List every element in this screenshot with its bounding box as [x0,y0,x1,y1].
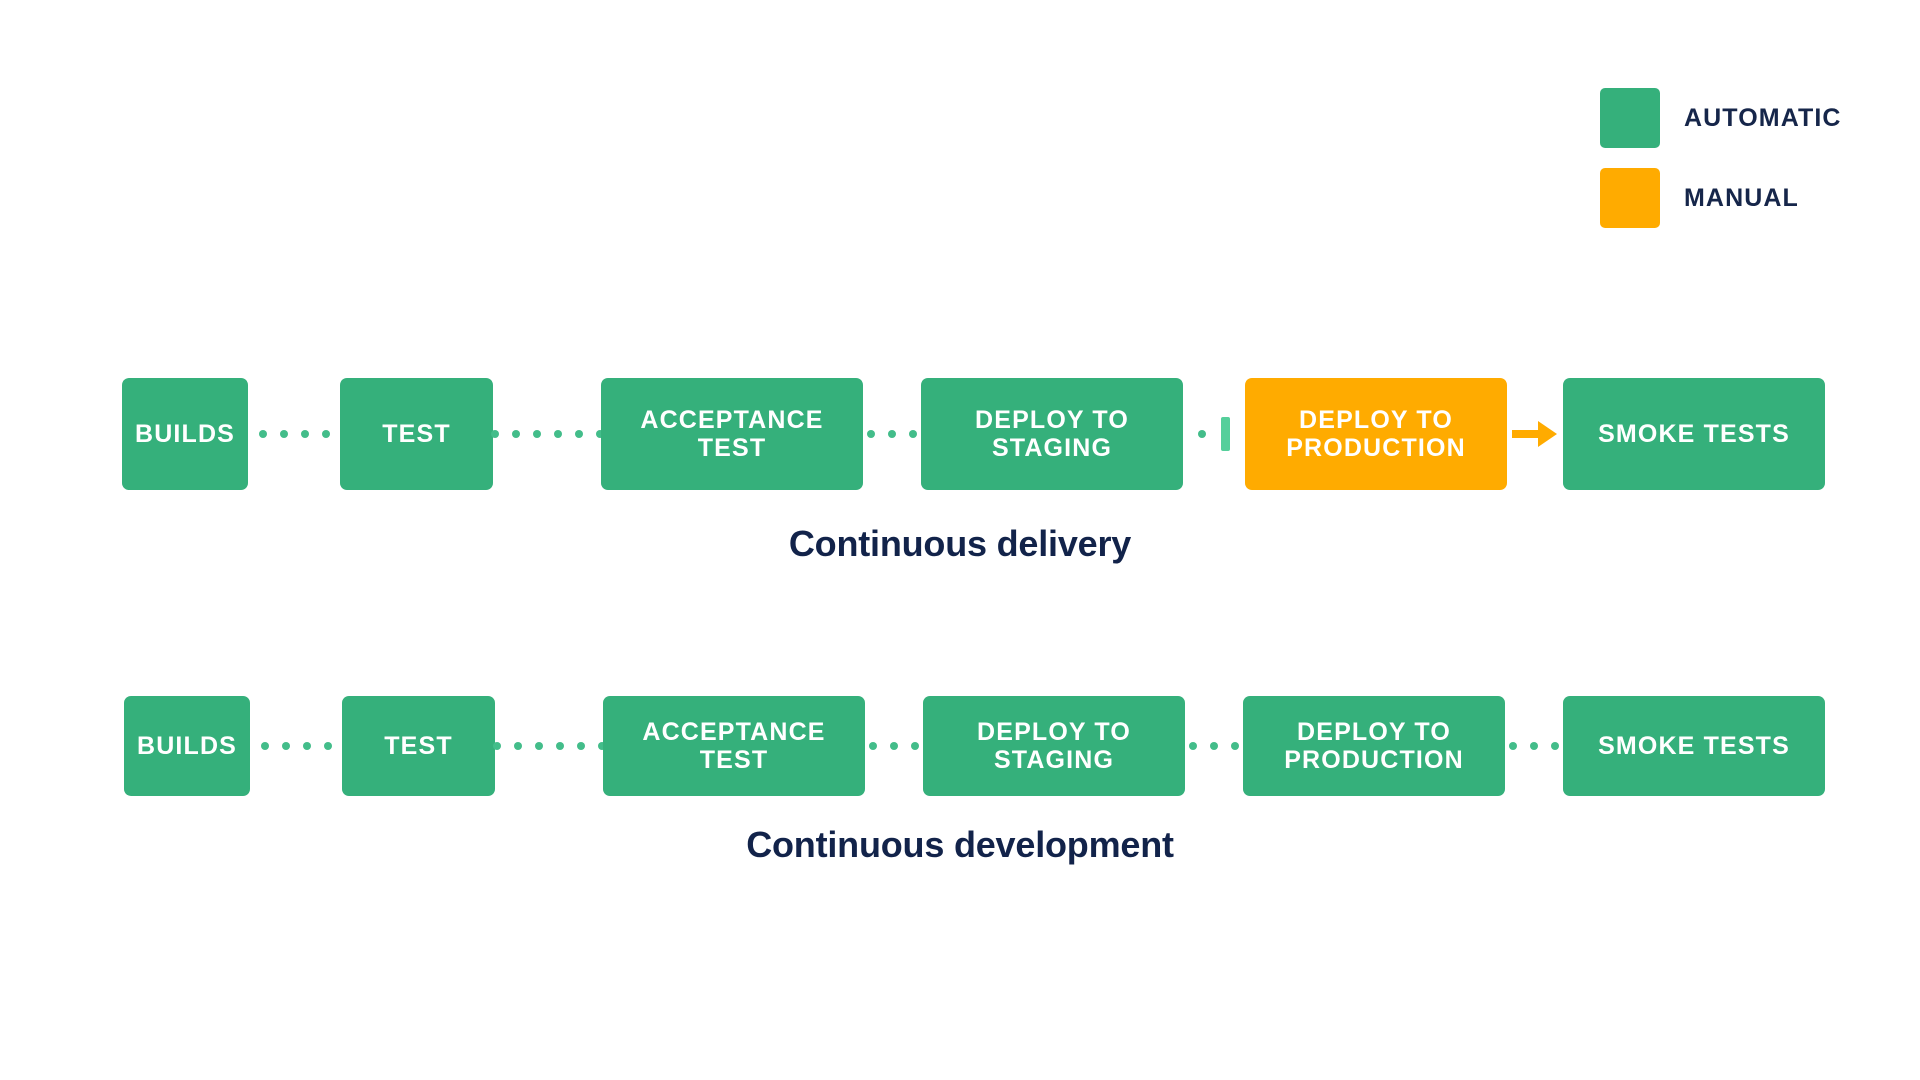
stage-label: ACCEPTANCE TEST [640,406,824,462]
connector-dot-icon [511,430,520,438]
connector-dotted [492,690,606,802]
stage-label: DEPLOY TO PRODUCTION [1286,406,1466,462]
legend-label-manual: MANUAL [1684,183,1799,212]
stage-builds[interactable]: BUILDS [122,378,248,490]
connector-dot-icon [321,430,330,438]
stage-label: BUILDS [135,420,235,448]
connector-dotted [865,690,923,802]
stage-label: DEPLOY TO STAGING [975,406,1129,462]
pipeline-continuous-development: BUILDS TEST ACCEPTANCE TEST DEPLOY TO ST… [0,690,1920,802]
stage-label: TEST [384,732,453,760]
connector-dot-icon [323,742,332,750]
stage-label: DEPLOY TO STAGING [977,718,1131,774]
connector-dot-icon [532,430,541,438]
stage-label: TEST [382,420,451,448]
connector-arrow [1507,378,1563,490]
connector-dot-icon [492,742,501,750]
connector-dotted [248,378,340,490]
connector-dot-icon [576,742,585,750]
connector-dot-icon [300,430,309,438]
stage-label: BUILDS [137,732,237,760]
legend-item-automatic: AUTOMATIC [1600,88,1842,148]
connector-dot-icon [490,430,499,438]
pipeline-continuous-delivery: BUILDS TEST ACCEPTANCE TEST DEPLOY TO ST… [0,378,1920,490]
caption-continuous-delivery: Continuous delivery [788,523,1132,564]
connector-dot-icon [281,742,290,750]
connector-dot-icon [260,742,269,750]
stage-acceptance-test[interactable]: ACCEPTANCE TEST [601,378,863,490]
manual-gate-bar-icon [1221,417,1230,451]
stage-label: ACCEPTANCE TEST [642,718,826,774]
connector-dotted [250,690,342,802]
stage-acceptance-test[interactable]: ACCEPTANCE TEST [603,696,865,796]
connector-dot-icon [890,742,898,750]
connector-dot-icon [553,430,562,438]
connector-dotted [490,378,604,490]
connector-dot-icon [1198,430,1206,438]
stage-builds[interactable]: BUILDS [124,696,250,796]
connector-dot-icon [1509,742,1517,750]
connector-dot-icon [513,742,522,750]
connector-dot-icon [555,742,564,750]
connector-dot-icon [1530,742,1538,750]
arrow-right-icon [1512,421,1557,447]
connector-dot-icon [1189,742,1197,750]
connector-dot-icon [911,742,919,750]
stage-deploy-to-staging[interactable]: DEPLOY TO STAGING [923,696,1185,796]
caption-continuous-development: Continuous development [746,824,1174,865]
stage-deploy-to-staging[interactable]: DEPLOY TO STAGING [921,378,1183,490]
stage-smoke-tests[interactable]: SMOKE TESTS [1563,696,1825,796]
connector-dot-icon [597,742,606,750]
connector-dotted [1185,690,1243,802]
stage-label: SMOKE TESTS [1598,732,1790,760]
legend-item-manual: MANUAL [1600,168,1842,228]
connector-dotted [863,378,921,490]
connector-dot-icon [867,430,875,438]
connector-dot-icon [302,742,311,750]
connector-manual-gate [1183,378,1245,490]
orange-square-swatch-icon [1600,168,1660,228]
stage-test[interactable]: TEST [340,378,493,490]
connector-dot-icon [574,430,583,438]
stage-label: DEPLOY TO PRODUCTION [1284,718,1464,774]
connector-dot-icon [258,430,267,438]
stage-deploy-to-production[interactable]: DEPLOY TO PRODUCTION [1243,696,1505,796]
connector-dot-icon [1551,742,1559,750]
stage-deploy-to-production[interactable]: DEPLOY TO PRODUCTION [1245,378,1507,490]
connector-dot-icon [1210,742,1218,750]
connector-dot-icon [1231,742,1239,750]
connector-dot-icon [869,742,877,750]
legend-label-automatic: AUTOMATIC [1684,103,1842,132]
stage-smoke-tests[interactable]: SMOKE TESTS [1563,378,1825,490]
green-square-swatch-icon [1600,88,1660,148]
connector-dot-icon [595,430,604,438]
stage-test[interactable]: TEST [342,696,495,796]
connector-dot-icon [279,430,288,438]
connector-dotted [1505,690,1563,802]
legend: AUTOMATIC MANUAL [1600,88,1842,228]
connector-dot-icon [909,430,917,438]
stage-label: SMOKE TESTS [1598,420,1790,448]
connector-dot-icon [534,742,543,750]
connector-dot-icon [888,430,896,438]
